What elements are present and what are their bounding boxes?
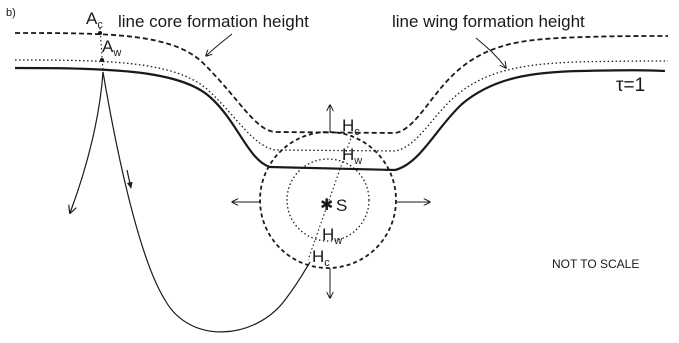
core-label-pointer bbox=[206, 33, 233, 56]
point-h-wing-upper-label: Hw bbox=[342, 145, 362, 167]
wing-formation-height-label: line wing formation height bbox=[392, 12, 585, 31]
source-label: S bbox=[336, 196, 347, 215]
point-a-core-dot bbox=[98, 31, 102, 35]
core-shell-circle bbox=[259, 131, 397, 269]
photon-path-arrowhead bbox=[126, 169, 133, 189]
point-a-wing-dot bbox=[100, 58, 104, 62]
point-a-core-label: Ac bbox=[86, 9, 103, 31]
core-formation-height-label: line core formation height bbox=[118, 12, 309, 31]
wing-formation-height-line bbox=[14, 59, 669, 152]
point-h-wing-lower-label: Hw bbox=[322, 225, 342, 247]
wing-label-pointer bbox=[475, 37, 506, 68]
photon-path-loop bbox=[102, 71, 311, 333]
wing-shell-circle bbox=[286, 158, 370, 242]
tau-one-label: τ=1 bbox=[616, 75, 645, 96]
core-formation-height-line bbox=[14, 32, 669, 134]
tau-one-surface-line bbox=[14, 66, 666, 172]
a-vertical-guide bbox=[99, 27, 104, 71]
not-to-scale-note: NOT TO SCALE bbox=[552, 257, 639, 271]
source-marker-icon: ✱ bbox=[320, 197, 333, 214]
point-h-core-upper-label: Hc bbox=[342, 116, 360, 138]
panel-label: b) bbox=[6, 7, 16, 19]
photon-path-left bbox=[70, 71, 104, 213]
point-a-wing-label: Aw bbox=[102, 37, 121, 59]
point-h-core-lower-label: Hc bbox=[312, 247, 330, 269]
